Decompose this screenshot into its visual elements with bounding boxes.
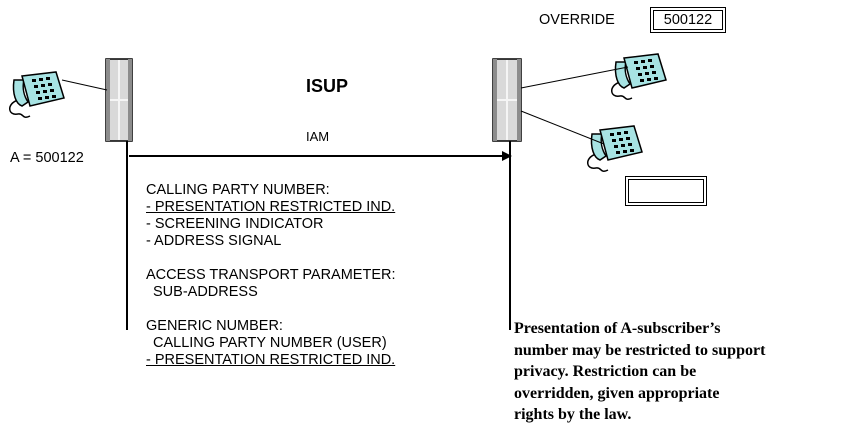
override-label: OVERRIDE xyxy=(539,12,615,28)
override-number-box: 500122 xyxy=(650,7,726,33)
generic-number-heading: GENERIC NUMBER: xyxy=(146,318,283,334)
sub-address: SUB-ADDRESS xyxy=(153,284,258,300)
caller-phone-icon xyxy=(8,71,65,118)
right-exchange xyxy=(492,58,522,142)
address-signal: - ADDRESS SIGNAL xyxy=(146,233,282,249)
access-transport-heading: ACCESS TRANSPORT PARAMETER: xyxy=(146,267,396,283)
calling-party-heading: CALLING PARTY NUMBER: xyxy=(146,182,330,198)
left-exchange xyxy=(105,58,133,142)
caption-line: rights by the law. xyxy=(514,406,632,423)
caption-line: Presentation of A-subscriber’s xyxy=(514,320,721,337)
presentation-restricted-ind: - PRESENTATION RESTRICTED IND. xyxy=(146,199,396,215)
display-box xyxy=(625,176,707,206)
caller-line xyxy=(61,79,108,91)
second-line xyxy=(520,110,605,145)
called-line xyxy=(520,66,629,89)
caption-line: number may be restricted to support xyxy=(514,341,766,359)
isup-label: ISUP xyxy=(306,76,349,96)
second-phone-icon xyxy=(586,125,643,172)
caption-line: overridden, given appropriate xyxy=(514,384,720,402)
screening-indicator: - SCREENING INDICATOR xyxy=(146,216,324,232)
parameter-notes: CALLING PARTY NUMBER: - PRESENTATION RES… xyxy=(146,182,396,369)
override-number: 500122 xyxy=(653,10,723,30)
iam-arrow xyxy=(129,151,512,161)
presentation-restricted-ind-generic: - PRESENTATION RESTRICTED IND. xyxy=(146,352,396,368)
called-phone-icon xyxy=(610,53,667,100)
caption: Presentation of A-subscriber’s number ma… xyxy=(514,318,765,426)
caption-line: privacy. Restriction can be xyxy=(514,363,697,380)
a-number-label: A = 500122 xyxy=(10,150,84,166)
calling-party-user: CALLING PARTY NUMBER (USER) xyxy=(153,335,387,351)
iam-label: IAM xyxy=(306,129,330,144)
